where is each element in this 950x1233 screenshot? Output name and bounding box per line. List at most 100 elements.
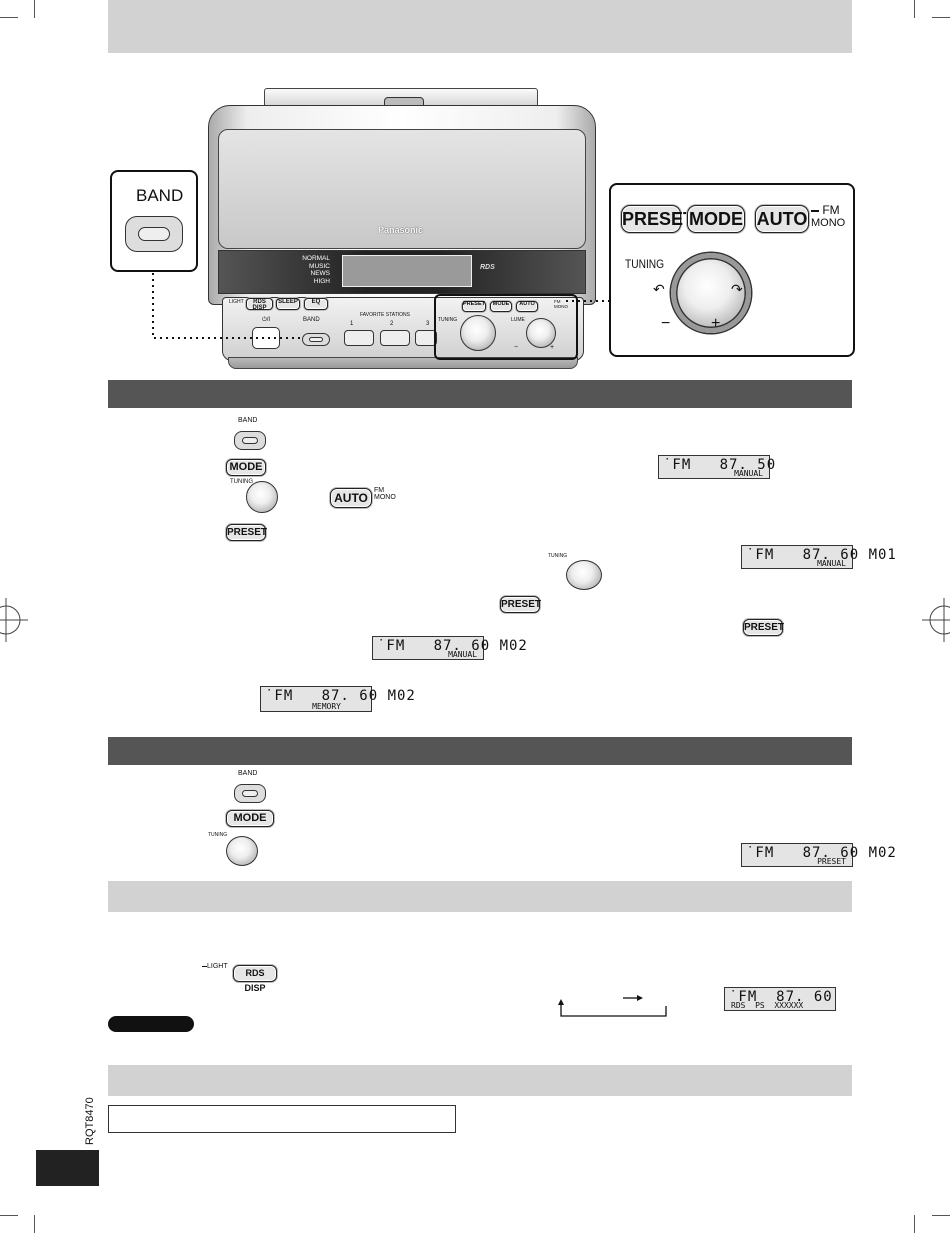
callout-mono-label: MONO — [811, 217, 846, 229]
registration-mark-right — [922, 598, 950, 642]
section3-header-bar — [108, 881, 852, 912]
callout-tuning-knob[interactable] — [671, 253, 751, 333]
s1-display-m02-memory: ˙FM 87. 60 M02 MEMORY — [260, 686, 415, 712]
s2-display-line2: PRESET — [817, 857, 846, 866]
favorite-1-button[interactable] — [344, 330, 374, 346]
callout-plus: + — [711, 315, 721, 332]
power-button[interactable] — [252, 327, 280, 349]
s1-display-manual: ˙FM 87. 50 MANUAL — [658, 455, 775, 479]
page-code: RQT8470 — [84, 1097, 96, 1145]
eq-mode-music: MUSIC — [309, 262, 330, 270]
s1-tuning-knob[interactable] — [246, 481, 278, 513]
section4-header-bar — [108, 1065, 852, 1096]
s2-mode-button[interactable]: MODE — [226, 810, 274, 827]
unit-volume-plus: + — [550, 344, 555, 351]
fav-2-number: 2 — [390, 321, 394, 327]
crop-mark — [932, 1215, 950, 1216]
s1-mono-label: MONO — [374, 494, 396, 501]
s3-rds-disp-button[interactable]: RDS DISP — [233, 965, 277, 993]
s1-band-label: BAND — [238, 417, 258, 424]
crop-mark — [0, 17, 18, 18]
s1-preset-button-2[interactable]: PRESET — [500, 596, 541, 613]
s2-tuning-knob[interactable] — [226, 836, 258, 866]
callout-rotate-left-icon: ↶ — [653, 281, 665, 297]
s1-display-m02-manual: ˙FM 87. 60 M02 MANUAL — [372, 636, 527, 660]
s1-display-3-line1: ˙FM 87. 60 M02 — [377, 638, 528, 654]
s3-display-line2: RDS PS XXXXXX — [731, 1001, 804, 1010]
unit-fm-mono: FM MONO — [554, 299, 568, 309]
unit-fm-label: FM — [554, 299, 561, 304]
eq-mode-normal: NORMAL — [302, 255, 330, 262]
unit-tuning-label: TUNING — [438, 317, 458, 323]
crop-mark — [914, 1215, 915, 1233]
eq-mode-list: NORMAL MUSIC NEWS HIGH — [296, 255, 330, 285]
callout-tuning-label: TUNING — [625, 257, 665, 271]
s1-display-2-line2: MANUAL — [817, 559, 846, 568]
s2-band-label: BAND — [238, 770, 258, 777]
callout-auto-button[interactable]: AUTO — [755, 205, 809, 233]
s3-display-rds: ˙FM 87. 60 RDS PS XXXXXX — [724, 987, 836, 1011]
unit-preset-button[interactable]: PRESET — [462, 301, 486, 312]
s1-band-button[interactable] — [234, 431, 266, 450]
callout-preset-button[interactable]: PRESET — [621, 205, 694, 233]
power-label: ⏻/I — [262, 317, 271, 323]
fav-3-number: 3 — [426, 321, 430, 327]
page-tab — [36, 1150, 99, 1186]
speaker-grille — [218, 129, 586, 249]
eq-button[interactable]: EQ — [304, 298, 328, 310]
s1-display-3-line2: MANUAL — [448, 650, 477, 659]
s1-tuning-label: TUNING — [230, 479, 253, 485]
s3-light-row: LIGHT — [202, 963, 228, 970]
crop-mark — [34, 1215, 35, 1233]
callout-rotate-right-icon: ↷ — [731, 281, 743, 297]
s1-tuning-label-2: TUNING — [548, 553, 568, 559]
s1-auto-button[interactable]: AUTO — [330, 488, 372, 508]
unit-auto-button[interactable]: AUTO — [516, 301, 538, 312]
favorite-3-button[interactable] — [415, 330, 437, 346]
base-foot — [228, 357, 578, 369]
s1-display-4-line2: MEMORY — [312, 702, 341, 711]
s1-tuning-knob-2[interactable] — [566, 560, 602, 590]
fav-1-number: 1 — [350, 321, 354, 327]
unit-mode-button[interactable]: MODE — [490, 301, 512, 312]
unit-tuning-knob[interactable] — [460, 315, 496, 351]
sleep-button[interactable]: SLEEP — [276, 298, 300, 310]
callout-fm-row: FM — [811, 203, 847, 217]
band-callout-button[interactable] — [125, 216, 183, 252]
band-callout: BAND — [110, 170, 198, 272]
display-cycle-arrow — [558, 995, 667, 1017]
crop-mark — [932, 17, 950, 18]
rds-disp-button[interactable]: RDS DISP — [246, 298, 273, 311]
s1-fm-label: FM — [374, 487, 385, 494]
page-header-bar — [108, 0, 852, 53]
unit-band-button[interactable] — [302, 333, 330, 346]
unit-volume-knob[interactable] — [526, 318, 556, 348]
eq-mode-news: NEWS — [310, 270, 331, 278]
unit-volume-label: LUME — [511, 317, 525, 323]
s1-preset-button-3[interactable]: PRESET — [743, 619, 784, 636]
s1-preset-button[interactable]: PRESET — [226, 524, 267, 541]
brand-logo: Panasonic — [378, 225, 424, 235]
unit-band-label: BAND — [303, 317, 320, 323]
favorite-stations-label: FAVORITE STATIONS — [360, 312, 411, 318]
s2-tuning-label: TUNING — [208, 832, 228, 838]
callout-leaders — [152, 267, 610, 339]
s1-fm-mono: FM MONO — [374, 487, 396, 501]
s1-display-1-line2: MANUAL — [734, 469, 763, 478]
band-callout-label: BAND — [136, 186, 184, 205]
s1-mode-button[interactable]: MODE — [226, 459, 266, 476]
section4-boxed-note — [108, 1105, 456, 1133]
callout-mode-button[interactable]: MODE — [687, 205, 745, 233]
tuner-callout: PRESET MODE AUTO FM MONO TUNING ↶ ↷ − + — [609, 183, 855, 357]
s1-display-1-line1: ˙FM 87. 50 — [663, 457, 777, 473]
crop-mark — [914, 0, 915, 18]
favorite-2-button[interactable] — [380, 330, 410, 346]
unit-illustration: Panasonic NORMAL MUSIC NEWS HIGH RDS LIG… — [200, 85, 610, 380]
callout-minus: − — [661, 315, 671, 332]
crop-mark — [34, 0, 35, 18]
rds-logo: RDS — [480, 264, 495, 271]
s2-display-line1: ˙FM 87. 60 M02 — [746, 845, 897, 861]
unit-mono-label: MONO — [554, 304, 568, 309]
s2-band-button[interactable] — [234, 784, 266, 803]
registration-mark-left — [0, 598, 28, 642]
